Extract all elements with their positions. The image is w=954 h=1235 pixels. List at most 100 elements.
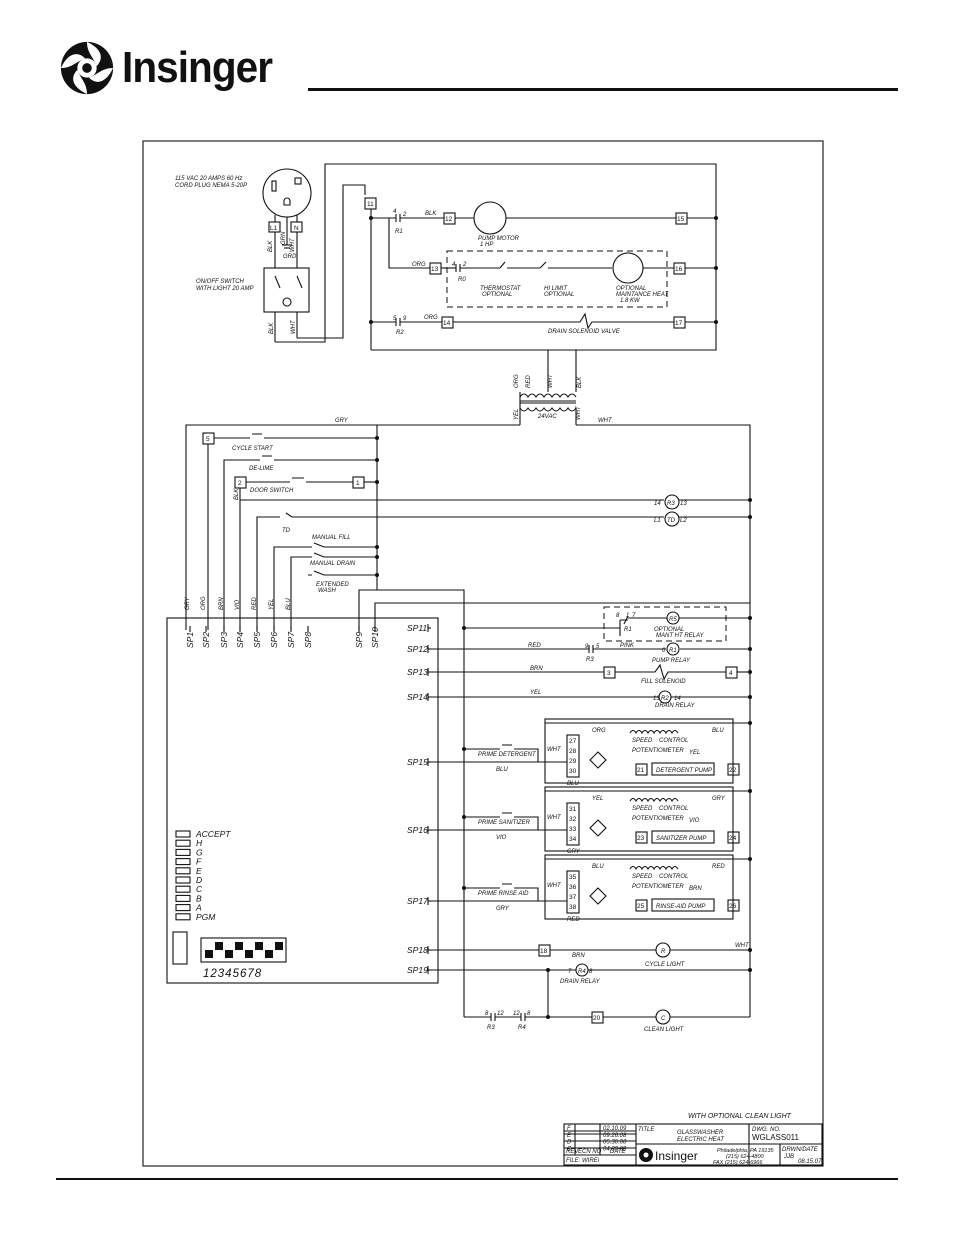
sp-top-label-6: SP6 <box>269 632 279 648</box>
title-block-logo: Insinger <box>639 1148 698 1163</box>
sp-right-label-12: SP12 <box>407 644 428 654</box>
rev-letter-2: D <box>567 1140 572 1146</box>
prime-label: PRIME RINSE AID <box>478 891 529 897</box>
junction-dot <box>748 857 752 861</box>
terminal-strip <box>566 734 580 778</box>
xfmr-24vac: 24VAC <box>537 414 557 420</box>
maint-relay-pin7: 7 <box>632 613 636 619</box>
extended-wash-label: EXTENDED <box>316 582 349 588</box>
plug-terminal-l1: L1 <box>270 225 278 232</box>
maint-relay-optional: OPTIONAL <box>654 627 684 633</box>
pump-relay-label: PUMP RELAY <box>652 658 691 664</box>
switch-wire-wht: WHT <box>291 319 297 334</box>
drain-relay-label-2: DRAIN RELAY <box>560 979 601 985</box>
pump-terminal-b <box>727 831 740 844</box>
wire-wht-cycle: WHT <box>735 943 750 949</box>
r1-coil: R1 <box>669 648 677 654</box>
xfmr-wht2: WHT <box>576 405 582 420</box>
sp12-contact-9: 9 <box>585 644 589 650</box>
address-line-3: FAX (215) 624-6966 <box>713 1160 763 1166</box>
drwn-label: DRWN/DATE <box>782 1147 819 1153</box>
maint-heat-label: MAINTANCE HEAT <box>616 292 669 298</box>
led-label-1: H <box>196 838 203 848</box>
r2-coil-pin13: 13 <box>653 696 660 702</box>
power-section: 115 VAC 20 AMPS 60 Hz CORD PLUG NEMA 5-2… <box>175 163 717 351</box>
wire-gry-main: GRY <box>335 418 349 424</box>
maint-heat-optional: OPTIONAL <box>616 286 646 292</box>
dip-block <box>235 942 243 950</box>
maint-relay-label: MANT HT RELAY <box>656 633 705 639</box>
pump-term-b: 24 <box>729 835 737 842</box>
terminal-16: 16 <box>675 266 683 273</box>
terminal-31: 31 <box>569 806 577 813</box>
r3-coil-pin14: 14 <box>654 501 661 507</box>
led-indicator <box>175 848 191 856</box>
switch-label-2: WITH LIGHT 20 AMP <box>196 286 253 292</box>
led-indicator <box>175 858 191 866</box>
cycle-light-label: CYCLE LIGHT <box>645 962 686 968</box>
insinger-logo: Insinger <box>58 38 285 98</box>
r4-coil: R4 <box>578 969 586 975</box>
sp-top-label-8: SP8 <box>303 632 313 648</box>
terminal-33: 33 <box>569 826 577 833</box>
manual-drain-label: MANUAL DRAIN <box>310 561 356 567</box>
r2-contact-b: 9 <box>403 316 407 322</box>
pump-bottom-wire: BLU <box>567 781 579 787</box>
sp-top-label-2: SP2 <box>201 632 211 648</box>
pump-out-wire: RED <box>712 864 725 870</box>
speed-label: SPEED <box>632 874 653 880</box>
sp-right-label-17: SP17 <box>407 896 428 906</box>
pump-terminal-b <box>727 763 740 776</box>
pump-bottom-wire: RED <box>567 917 580 923</box>
sp-top-label-1: SP1 <box>185 632 195 648</box>
pump-box <box>544 718 734 784</box>
pump-in-wire: BLU <box>592 864 604 870</box>
rev-letter-0: F <box>567 1126 571 1132</box>
rev-date-3: 04.30.08 <box>603 1146 627 1152</box>
prime-wire: GRY <box>496 906 510 912</box>
xfmr-yel: YEL <box>514 409 520 420</box>
resistor-icon <box>629 865 679 871</box>
manual-fill-label: MANUAL FILL <box>312 535 351 541</box>
xfmr-wht: WHT <box>548 373 554 388</box>
bridge-rectifier-icon <box>589 751 607 769</box>
r2-contact-a: 5 <box>393 316 397 322</box>
td-coil-l1: L1 <box>654 518 661 524</box>
r2-coil-pin14: 14 <box>674 696 681 702</box>
pump-motor-hp: 1 HP <box>480 242 493 248</box>
dip-numbers: 12345678 <box>203 968 262 980</box>
pump-motor-box <box>651 762 715 776</box>
drwn-date: 08.15.07 <box>798 1159 822 1165</box>
junction-dot <box>748 721 752 725</box>
file-label: FILE: WIRE\ <box>566 1158 600 1164</box>
terminal-12: 12 <box>445 216 453 223</box>
sp-right-label-19: SP19 <box>407 965 428 975</box>
output-rungs: 8 1 7 R1 R5 OPTIONAL MANT HT RELAY PINK … <box>431 606 752 709</box>
thermostat-optional: OPTIONAL <box>482 292 512 298</box>
transformer: ORG RED WHT BLK YEL 24VAC WHT GRY WHT <box>185 350 751 1017</box>
r1-contact-b: 2 <box>402 212 407 218</box>
led-indicator <box>175 839 191 847</box>
drwn-initials: JJB <box>783 1154 794 1160</box>
dip-block <box>275 942 283 950</box>
rev-header: REV <box>566 1149 579 1155</box>
terminal-18: 18 <box>540 948 548 955</box>
extended-wash-label-2: WASH <box>318 588 337 594</box>
hi-limit-optional: OPTIONAL <box>544 292 574 298</box>
r3-contact-8: 8 <box>485 1011 489 1017</box>
control-label: CONTROL <box>659 874 688 880</box>
td-coil-l2: L2 <box>680 518 687 524</box>
wire-wht: WHT <box>290 237 296 252</box>
pot-label: POTENTIOMETER <box>632 884 684 890</box>
sp-top-label-3: SP3 <box>219 632 229 648</box>
address-line-1: Philadelphia, PA 19135 <box>717 1148 775 1154</box>
r4-contact-label: R4 <box>518 1025 526 1031</box>
title-brand: Insinger <box>655 1149 698 1163</box>
led-indicator <box>175 904 191 912</box>
sp-top-label-9: SP9 <box>354 632 364 648</box>
